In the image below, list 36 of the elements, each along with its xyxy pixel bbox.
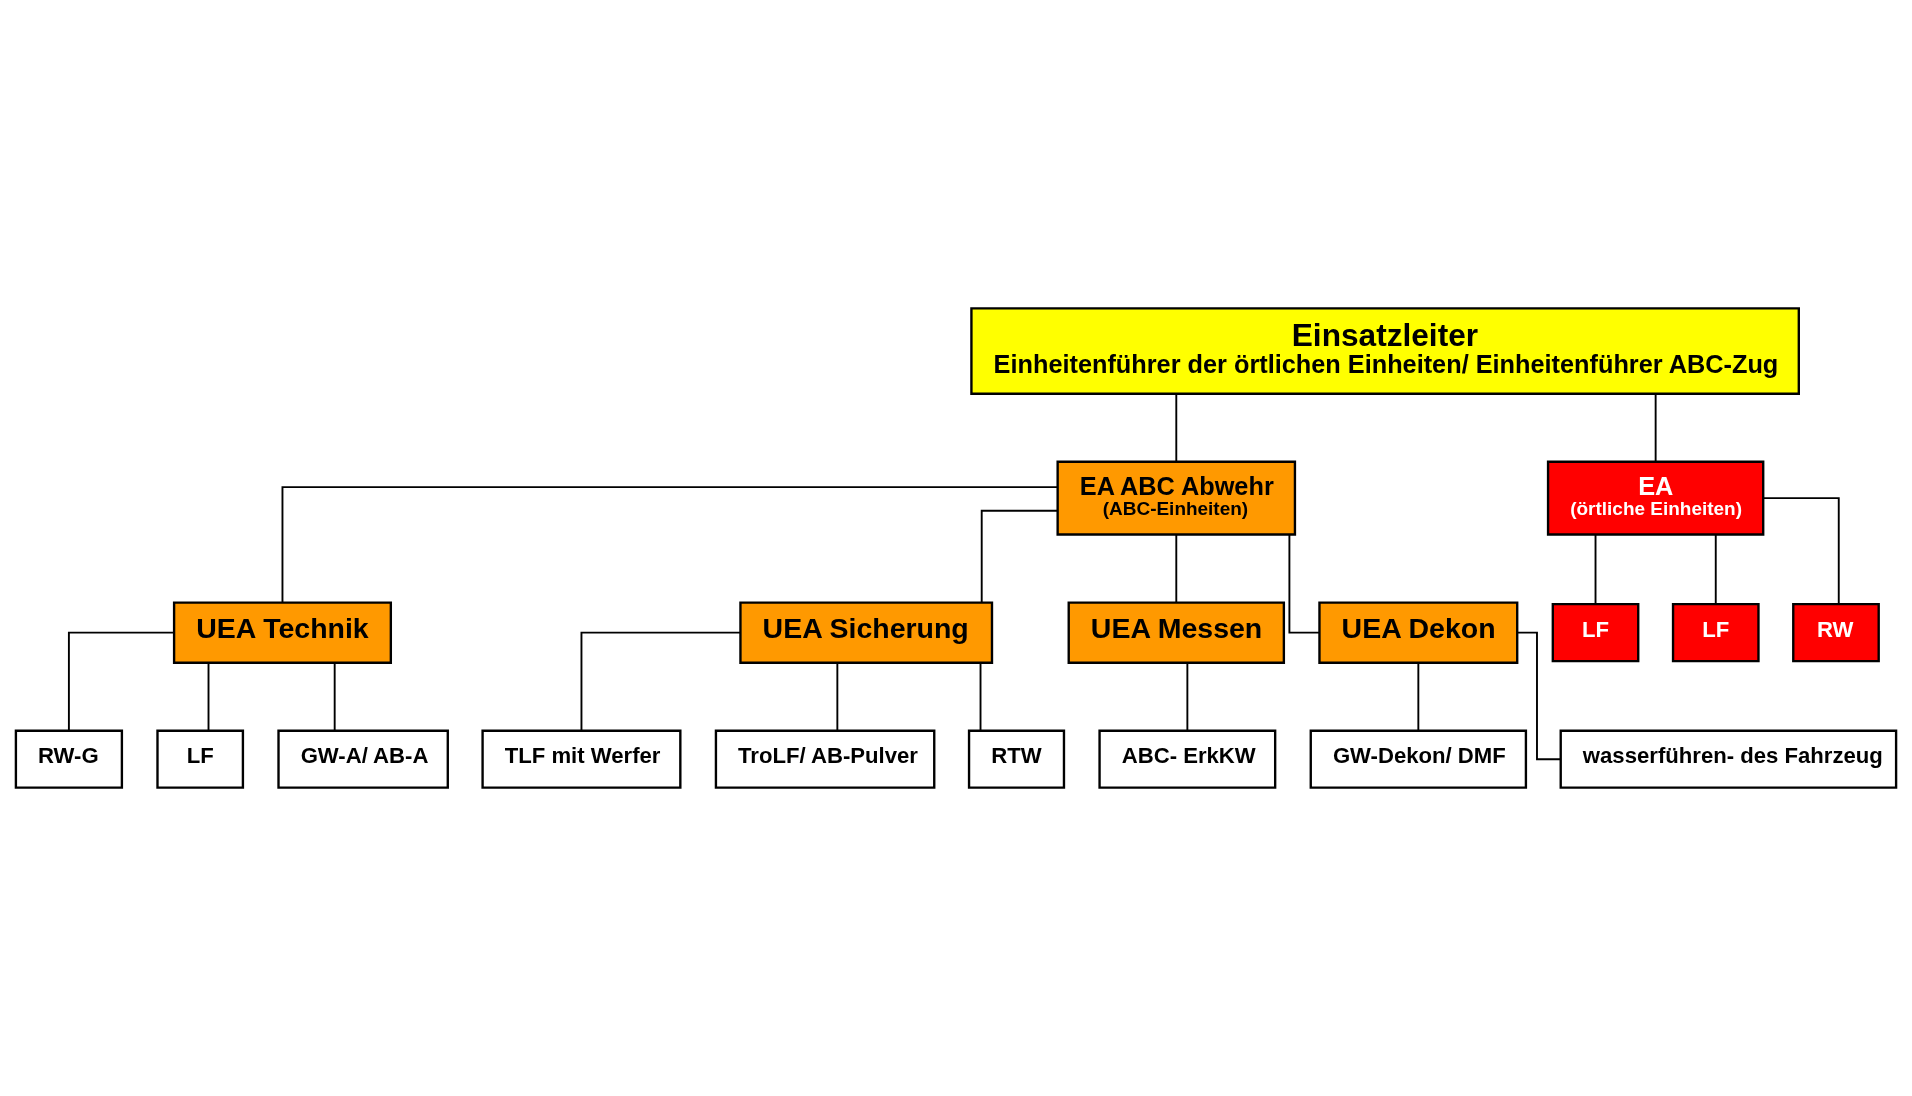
node-box: LF [156,729,245,789]
node-box: EA ABC Abwehr (ABC-Einheiten) [1056,460,1297,536]
connector [979,662,982,732]
connector [836,662,839,732]
node-box: UEA Technik [172,601,392,664]
node-box: wasserführen- des Fahrzeug [1559,729,1898,789]
connector [1417,662,1420,732]
node-box: RTW [967,729,1066,789]
connector [1175,393,1178,463]
connector [67,631,175,732]
node-box: UEA Dekon [1318,601,1519,664]
connector [980,509,1059,604]
connector [1288,533,1321,634]
node-box: UEA Sicherung [739,601,994,664]
connector [1186,662,1189,732]
node-box: RW [1792,602,1880,663]
node-box: GW-A/ AB-A [277,729,449,789]
node-box: LF [1671,602,1760,663]
node-box: RW-G [14,729,124,789]
node-box: UEA Messen [1067,601,1286,664]
connector [1594,533,1597,605]
node-box: LF [1551,602,1640,663]
node-box: TLF mit Werfer [481,729,682,789]
node-box: TroLF/ AB-Pulver [714,729,936,789]
connector [207,662,210,732]
connector [1714,533,1717,605]
node-box: ABC- ErkKW [1098,729,1277,789]
connector [1175,533,1178,604]
connector [580,631,742,732]
node-box: Einsatzleiter Einheitenführer der örtlichen Einheiten/ Einheitenführer ABC-Zug [970,307,1800,395]
connector [1654,393,1657,463]
connector [281,486,1059,604]
connector [333,662,336,732]
connector [1762,497,1840,606]
node-box: GW-Dekon/ DMF [1309,729,1528,789]
node-box: EA (örtliche Einheiten) [1546,460,1765,536]
